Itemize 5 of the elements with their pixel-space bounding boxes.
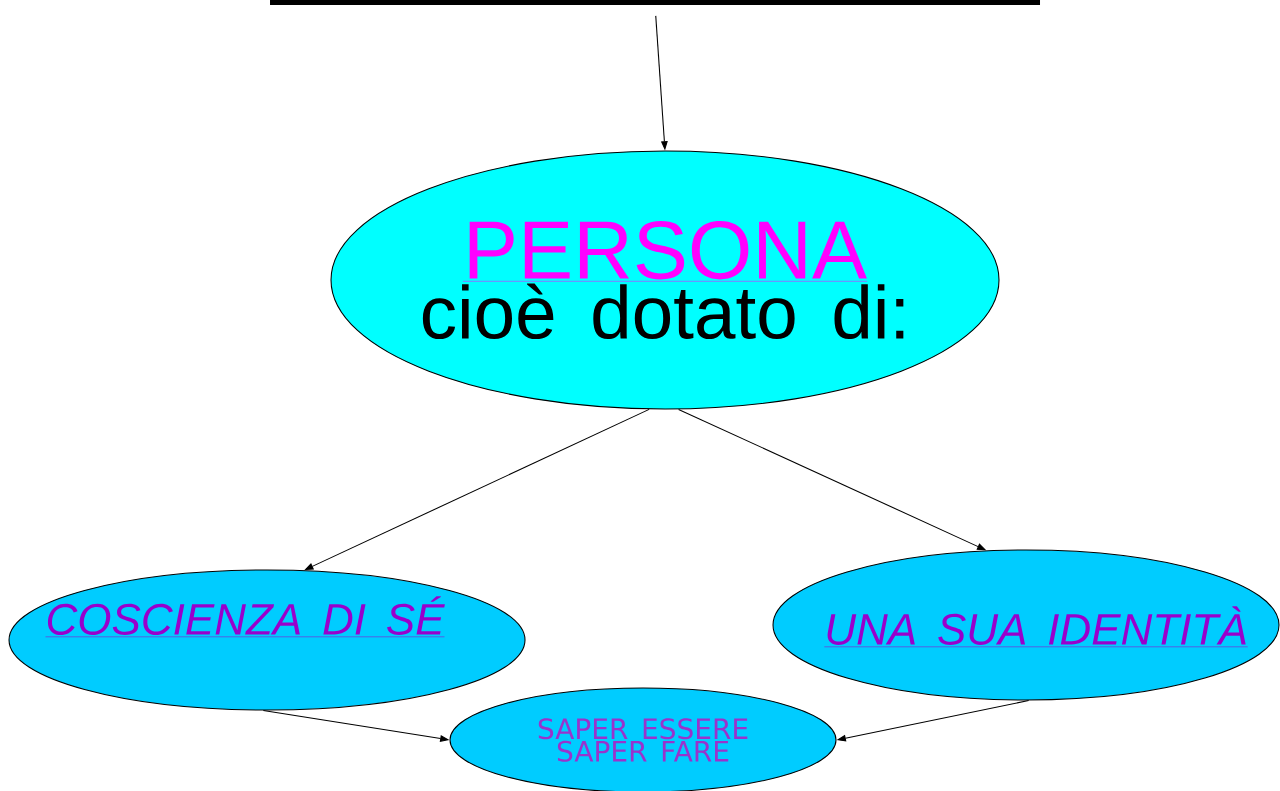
oval-node: UNA SUA IDENTITÀ (772, 549, 1280, 701)
oval-node: SAPER ESSERE SAPER FARE (449, 687, 837, 791)
oval-node: PERSONA cioè dotato di: (330, 150, 1000, 410)
bar (270, 0, 1040, 5)
oval-node: COSCIENZA DI SÉ (8, 569, 526, 711)
